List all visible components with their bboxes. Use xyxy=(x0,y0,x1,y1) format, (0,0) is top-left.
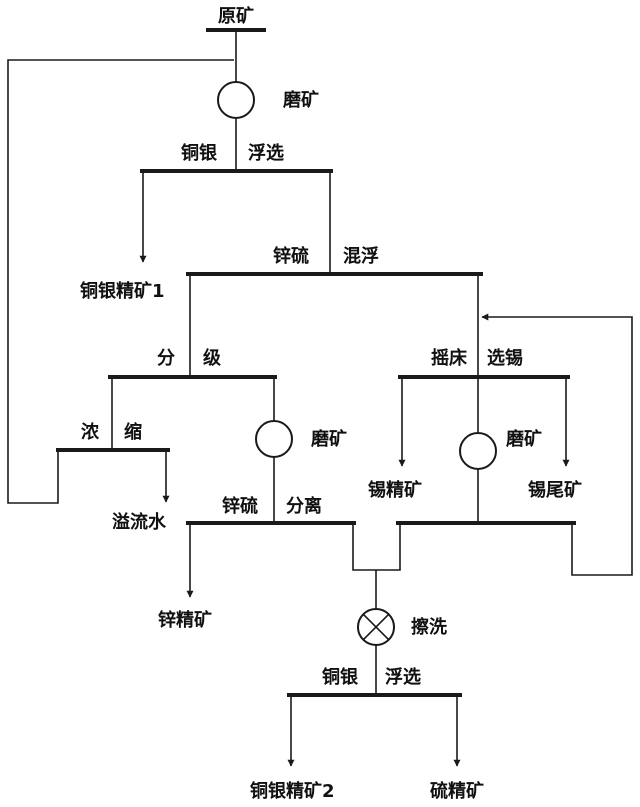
grinding-1-symbol xyxy=(217,81,255,119)
cu-ag-flotation-1-label-left: 铜银 xyxy=(181,142,218,164)
zn-s-bulk-label-left: 锌硫 xyxy=(273,245,309,267)
grinding-1-label: 磨矿 xyxy=(283,89,319,111)
shaking-table-label-right: 选锡 xyxy=(487,347,523,369)
shaking-table-label-left: 摇床 xyxy=(431,347,468,369)
merge-line xyxy=(352,525,401,571)
zn-s-bulk-label-right: 混浮 xyxy=(343,245,379,267)
cu-ag-flotation-1-label-right: 浮选 xyxy=(248,142,284,164)
cu-ag-flotation-2-label-left: 铜银 xyxy=(322,666,359,688)
zn-s-separation-label-right: 分离 xyxy=(286,495,322,517)
tin-tailings-recycle-line xyxy=(481,313,633,576)
grinding-2-label: 磨矿 xyxy=(311,428,347,450)
zinc-concentrate-label: 锌精矿 xyxy=(158,609,212,631)
classification-label-right: 级 xyxy=(203,347,222,369)
cu-ag-concentrate-2-label: 铜银精矿2 xyxy=(250,780,335,802)
raw-ore-label: 原矿 xyxy=(218,5,254,27)
cu-ag-concentrate-1-label: 铜银精矿1 xyxy=(80,280,165,302)
tin-tailings-label: 锡尾矿 xyxy=(528,479,582,501)
scrubbing-label: 擦洗 xyxy=(411,616,447,638)
zn-s-separation-label-left: 锌硫 xyxy=(222,495,258,517)
cu-ag-flotation-2-label-right: 浮选 xyxy=(385,666,421,688)
grinding-3-label: 磨矿 xyxy=(506,428,542,450)
overflow-water-label: 溢流水 xyxy=(112,511,167,533)
overflow-return-line xyxy=(7,59,234,504)
grinding-2-symbol xyxy=(255,420,293,458)
scrubbing-cross-2 xyxy=(362,613,390,641)
grinding-3-symbol xyxy=(459,432,497,470)
tin-concentrate-label: 锡精矿 xyxy=(368,479,422,501)
sulfur-concentrate-label: 硫精矿 xyxy=(430,780,484,802)
thickening-label-left: 浓 xyxy=(81,422,100,443)
classification-label-left: 分 xyxy=(157,348,175,369)
thickening-label-right: 缩 xyxy=(124,421,142,443)
